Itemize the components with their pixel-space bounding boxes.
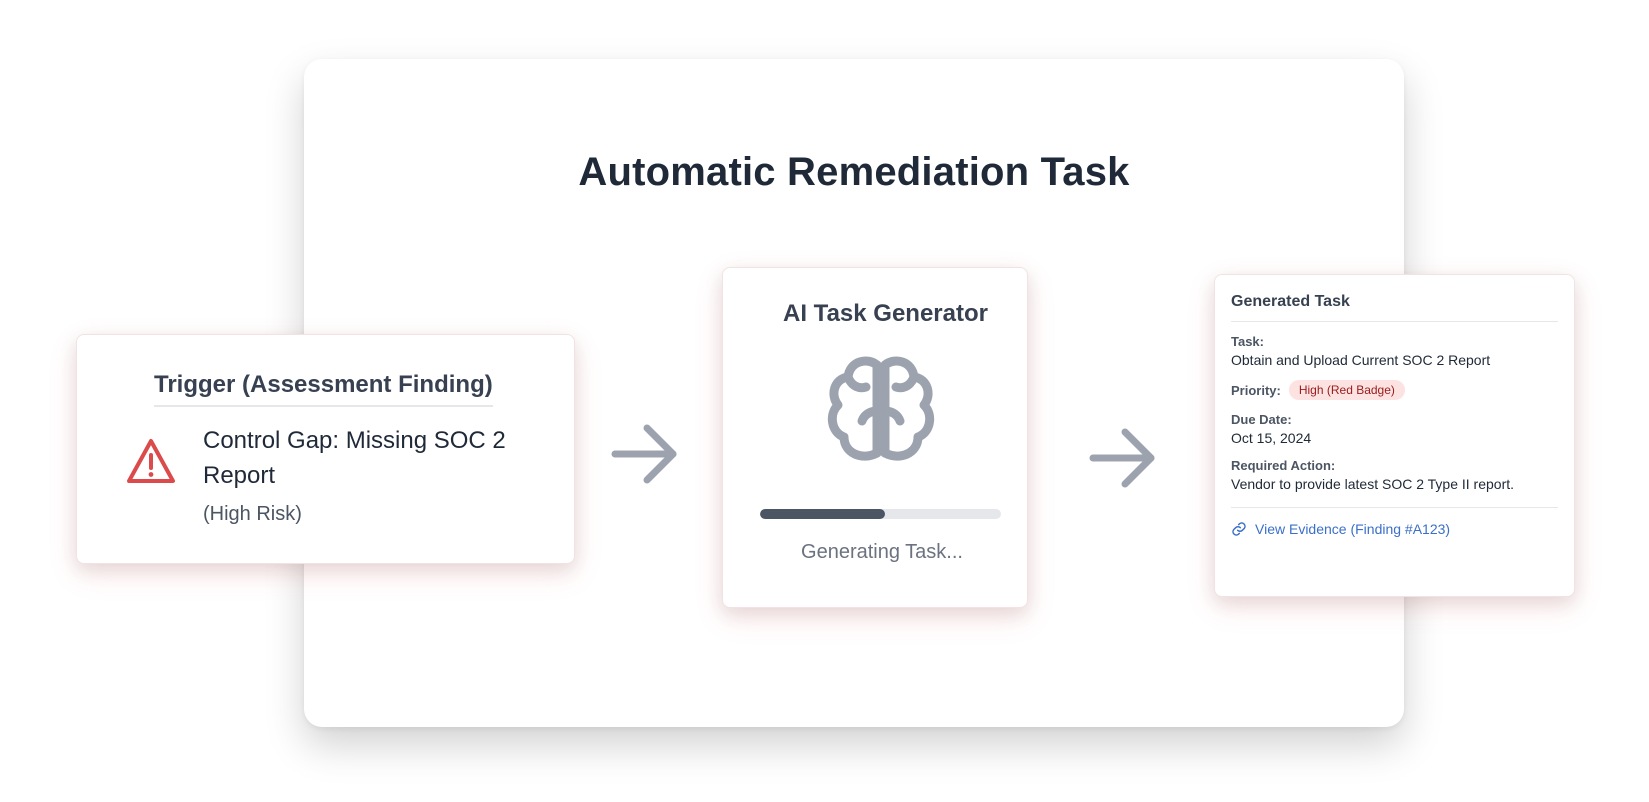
arrow-right-icon: [611, 424, 677, 484]
priority-field: Priority: High (Red Badge): [1231, 380, 1558, 400]
due-date-field: Due Date: Oct 15, 2024: [1231, 412, 1558, 446]
view-evidence-link[interactable]: View Evidence (Finding #A123): [1231, 521, 1558, 537]
priority-badge: High (Red Badge): [1288, 380, 1405, 400]
view-evidence-text: View Evidence (Finding #A123): [1255, 521, 1451, 537]
due-date-value: Oct 15, 2024: [1231, 430, 1312, 446]
priority-label: Priority:: [1231, 382, 1281, 398]
generator-title: AI Task Generator: [783, 300, 988, 327]
page-title: Automatic Remediation Task: [578, 150, 1130, 194]
ai-task-generator-card: AI Task Generator Generating Task...: [722, 267, 1028, 608]
due-date-label: Due Date:: [1231, 412, 1292, 427]
required-action-value: Vendor to provide latest SOC 2 Type II r…: [1231, 476, 1515, 492]
link-icon: [1232, 522, 1246, 536]
progress-bar-fill: [760, 509, 886, 519]
progress-bar: [760, 509, 1001, 519]
trigger-card: Trigger (Assessment Finding) Control Gap…: [76, 334, 575, 564]
generated-task-card: Generated Task Task: Obtain and Upload C…: [1214, 274, 1575, 597]
trigger-title: Trigger (Assessment Finding): [154, 371, 493, 407]
trigger-finding: Control Gap: Missing SOC 2 Report: [203, 427, 506, 489]
trigger-risk-level: (High Risk): [203, 503, 302, 525]
task-value: Obtain and Upload Current SOC 2 Report: [1231, 352, 1491, 368]
result-title: Generated Task: [1231, 293, 1558, 322]
required-action-label: Required Action:: [1231, 458, 1336, 473]
warning-triangle-icon: [127, 439, 175, 483]
generator-status: Generating Task...: [801, 541, 963, 563]
task-field: Task: Obtain and Upload Current SOC 2 Re…: [1231, 334, 1558, 368]
required-action-field: Required Action: Vendor to provide lates…: [1231, 458, 1558, 492]
arrow-right-icon: [1089, 428, 1155, 488]
divider: [1231, 507, 1558, 508]
brain-icon: [827, 356, 935, 461]
task-label: Task:: [1231, 334, 1264, 349]
